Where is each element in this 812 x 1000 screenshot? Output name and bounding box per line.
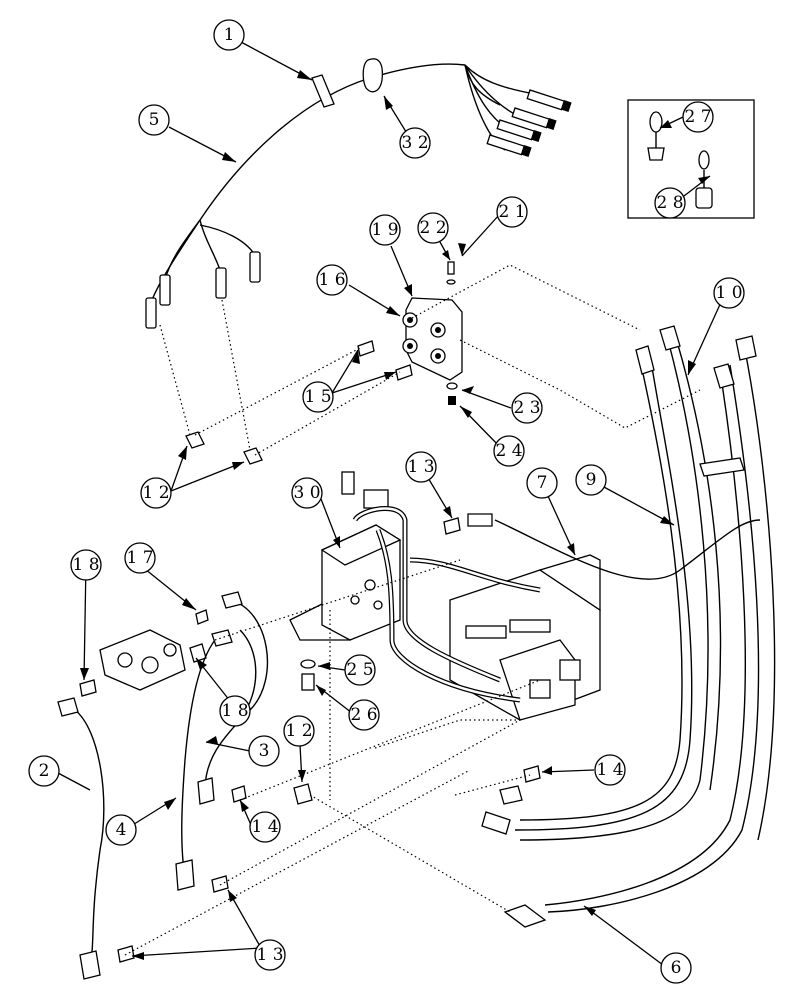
bracket-fasteners bbox=[446, 261, 458, 405]
callout-24-label: 2 4 bbox=[495, 441, 522, 461]
callout-6-label: 6 bbox=[671, 958, 682, 978]
fitting-13-top bbox=[443, 517, 461, 535]
callout-14-left-label: 1 4 bbox=[251, 817, 278, 837]
callout-14-left: 1 4 bbox=[249, 811, 281, 843]
hose-7 bbox=[467, 513, 761, 580]
callout-5-label: 5 bbox=[149, 110, 160, 130]
callout-21: 2 1 bbox=[496, 196, 528, 228]
callout-5: 5 bbox=[138, 104, 170, 136]
callout-23-label: 2 3 bbox=[513, 398, 540, 418]
callout-26-label: 2 6 bbox=[350, 705, 377, 725]
callout-13-lower: 1 3 bbox=[254, 939, 286, 971]
hoses-10 bbox=[514, 325, 776, 913]
callout-26: 2 6 bbox=[348, 699, 380, 731]
callout-16: 1 6 bbox=[316, 264, 348, 296]
callout-28: 2 8 bbox=[654, 187, 686, 219]
wire-harness bbox=[145, 63, 572, 329]
callout-12-lower: 1 2 bbox=[283, 715, 315, 747]
callout-18-right-label: 1 8 bbox=[221, 701, 248, 721]
callout-14-right: 1 4 bbox=[594, 754, 626, 786]
callout-19-label: 1 9 bbox=[371, 220, 398, 240]
mounting-bracket bbox=[402, 297, 463, 381]
callout-28-label: 2 8 bbox=[656, 193, 683, 213]
callout-12-upper-label: 1 2 bbox=[142, 483, 169, 503]
callout-7-label: 7 bbox=[537, 473, 548, 493]
callout-30-label: 3 0 bbox=[293, 483, 320, 503]
callout-14-right-label: 1 4 bbox=[596, 760, 623, 780]
callout-19: 1 9 bbox=[369, 214, 401, 246]
callout-3: 3 bbox=[248, 735, 280, 767]
left-valve bbox=[79, 609, 209, 697]
dotted-guides-lower bbox=[124, 559, 541, 956]
callout-25-label: 2 5 bbox=[346, 660, 373, 680]
callout-12-upper: 1 2 bbox=[140, 477, 172, 509]
callout-18-right: 1 8 bbox=[219, 695, 251, 727]
callout-10: 1 0 bbox=[713, 277, 745, 309]
callout-30: 3 0 bbox=[291, 477, 323, 509]
callout-15: 1 5 bbox=[302, 381, 334, 413]
callout-1-label: 1 bbox=[224, 25, 235, 45]
callout-18-left-label: 1 8 bbox=[72, 555, 99, 575]
callout-22: 2 2 bbox=[417, 212, 449, 244]
callout-18-left: 1 8 bbox=[70, 549, 102, 581]
hose-6 bbox=[503, 904, 547, 928]
callout-7: 7 bbox=[526, 467, 558, 499]
callout-4-label: 4 bbox=[116, 820, 127, 840]
callout-27-label: 2 7 bbox=[684, 107, 711, 127]
callout-16-label: 1 6 bbox=[318, 270, 345, 290]
callout-32: 3 2 bbox=[399, 127, 431, 159]
callout-24: 2 4 bbox=[493, 435, 525, 467]
arrowheads bbox=[80, 70, 710, 960]
main-control-valve bbox=[449, 554, 601, 721]
valve-tubes bbox=[352, 505, 541, 703]
callout-21-label: 2 1 bbox=[498, 202, 525, 222]
clamp-loop bbox=[362, 58, 384, 93]
hose-2 bbox=[57, 697, 105, 980]
callout-12-lower-label: 1 2 bbox=[285, 721, 312, 741]
callout-6: 6 bbox=[660, 952, 692, 984]
callout-17-label: 1 7 bbox=[126, 548, 153, 568]
callout-27: 2 7 bbox=[682, 101, 714, 133]
callout-2-label: 2 bbox=[39, 761, 50, 781]
callout-1: 1 bbox=[213, 19, 245, 51]
tie-strap bbox=[311, 74, 335, 108]
callout-13-upper: 1 3 bbox=[405, 451, 437, 483]
callout-22-label: 2 2 bbox=[419, 218, 446, 238]
washer-fitting bbox=[300, 659, 316, 691]
callout-2: 2 bbox=[28, 755, 60, 787]
callout-15-label: 1 5 bbox=[304, 387, 331, 407]
callout-32-label: 3 2 bbox=[401, 133, 428, 153]
callout-23: 2 3 bbox=[511, 392, 543, 424]
callout-3-label: 3 bbox=[259, 741, 270, 761]
dotted-guides-upper bbox=[159, 264, 701, 456]
fittings-15 bbox=[357, 340, 413, 381]
callout-10-label: 1 0 bbox=[715, 283, 742, 303]
callout-13-lower-label: 1 3 bbox=[256, 945, 283, 965]
elbows-12 bbox=[185, 431, 263, 465]
lower-fittings bbox=[117, 765, 541, 963]
callout-17: 1 7 bbox=[124, 542, 156, 574]
inset-box bbox=[627, 99, 755, 219]
callout-9-label: 9 bbox=[586, 470, 597, 490]
callout-9: 9 bbox=[575, 464, 607, 496]
callout-4: 4 bbox=[105, 814, 137, 846]
callout-13-upper-label: 1 3 bbox=[407, 457, 434, 477]
callout-25: 2 5 bbox=[344, 654, 376, 686]
